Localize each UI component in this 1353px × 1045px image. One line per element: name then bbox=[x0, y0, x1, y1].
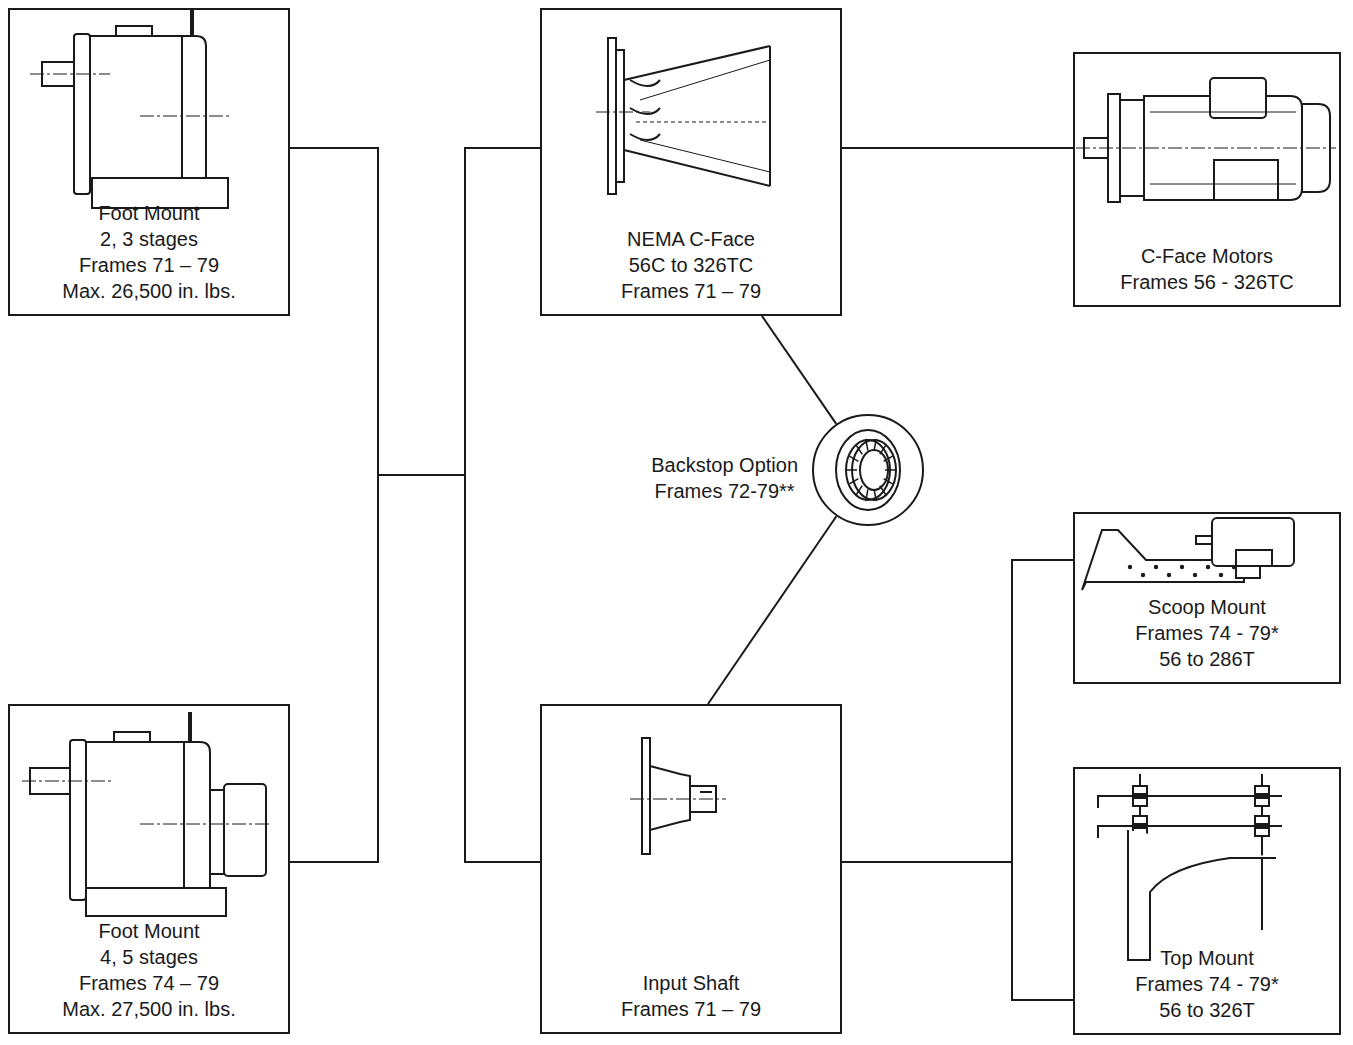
adapter-box: NEMA C-Face56C to 326TCFrames 71 – 79 bbox=[540, 8, 842, 316]
node-text: Frames 74 – 79 bbox=[79, 970, 219, 996]
connector-line bbox=[290, 148, 540, 862]
node-text: Frames 72-79** bbox=[651, 478, 798, 504]
node-text: Input Shaft bbox=[643, 970, 740, 996]
node-text: Backstop Option bbox=[651, 452, 798, 478]
node-text: Frames 74 - 79* bbox=[1135, 971, 1278, 997]
node-text: NEMA C-Face bbox=[627, 226, 755, 252]
node-text: Frames 71 – 79 bbox=[621, 278, 761, 304]
motor-box: C-Face MotorsFrames 56 - 326TC bbox=[1073, 52, 1341, 307]
connector-line bbox=[708, 516, 836, 704]
node-text: Max. 27,500 in. lbs. bbox=[62, 996, 235, 1022]
node-text: 56 to 326T bbox=[1159, 997, 1255, 1023]
connector-line bbox=[842, 862, 1073, 1000]
connector-line bbox=[290, 475, 540, 862]
mount-box: Foot Mount4, 5 stagesFrames 74 – 79Max. … bbox=[8, 704, 290, 1034]
connector-line bbox=[762, 316, 836, 424]
c-face-adapter-drawing bbox=[596, 38, 770, 194]
node-text: Top Mount bbox=[1160, 945, 1253, 971]
node-text: Frames 71 – 79 bbox=[621, 996, 761, 1022]
connector-line bbox=[290, 148, 540, 862]
gear-unit-drawing bbox=[22, 712, 272, 916]
motor-drawing bbox=[1076, 78, 1336, 202]
input-shaft-drawing bbox=[630, 738, 726, 854]
adapter-box: Input ShaftFrames 71 – 79 bbox=[540, 704, 842, 1034]
node-text: Max. 26,500 in. lbs. bbox=[62, 278, 235, 304]
gear-unit-drawing bbox=[30, 8, 232, 208]
mount-box: Foot Mount2, 3 stagesFrames 71 – 79Max. … bbox=[8, 8, 290, 316]
node-heading: Backstop OptionFrames 72-79** bbox=[651, 452, 798, 504]
node-text: 2, 3 stages bbox=[100, 226, 198, 252]
node-text: Scoop Mount bbox=[1148, 594, 1266, 620]
node-text: Frames 56 - 326TC bbox=[1120, 269, 1293, 295]
scoop-mount-drawing bbox=[1082, 518, 1294, 590]
circle-outline bbox=[812, 414, 924, 526]
node-text: Frames 71 – 79 bbox=[79, 252, 219, 278]
node-text: 56 to 286T bbox=[1159, 646, 1255, 672]
connector-line bbox=[842, 147, 1073, 149]
node-text: C-Face Motors bbox=[1141, 243, 1273, 269]
connector-line bbox=[842, 560, 1073, 862]
connector-line bbox=[290, 148, 540, 475]
node-text: Foot Mount bbox=[98, 918, 199, 944]
node-text: Frames 74 - 79* bbox=[1135, 620, 1278, 646]
backstop-circle: Backstop OptionFrames 72-79** bbox=[812, 414, 924, 526]
top-mount-drawing bbox=[1098, 774, 1282, 960]
mount-box: Scoop MountFrames 74 - 79*56 to 286T bbox=[1073, 512, 1341, 684]
backstop-bearing-drawing bbox=[836, 430, 900, 510]
node-text: 56C to 326TC bbox=[629, 252, 754, 278]
node-text: 4, 5 stages bbox=[100, 944, 198, 970]
node-text: Foot Mount bbox=[98, 200, 199, 226]
mount-box: Top MountFrames 74 - 79*56 to 326T bbox=[1073, 767, 1341, 1035]
